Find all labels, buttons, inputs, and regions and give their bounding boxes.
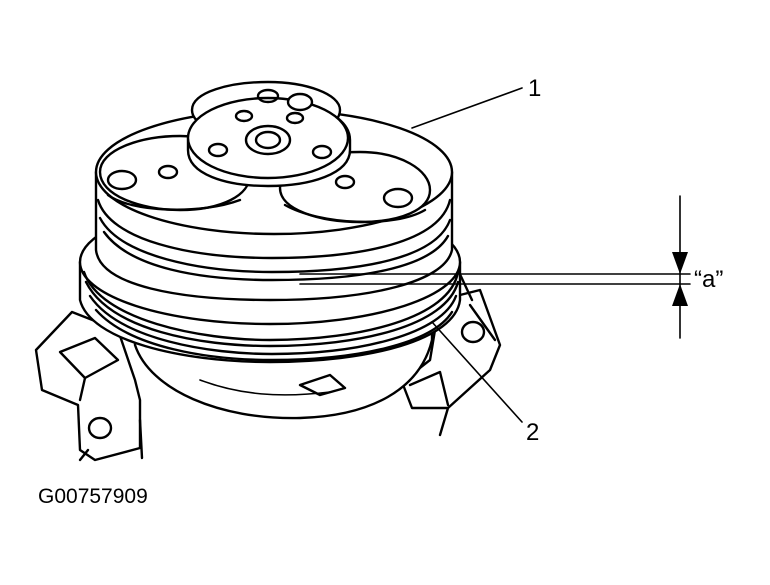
mounting-bracket (34, 268, 502, 462)
callout-gap-a: “a” (694, 266, 723, 293)
callout-1: 1 (528, 75, 541, 102)
armature-plate (94, 80, 454, 302)
annotation-lines (299, 87, 691, 423)
figure-id: G00757909 (38, 485, 148, 508)
callout-2: 2 (526, 419, 539, 446)
